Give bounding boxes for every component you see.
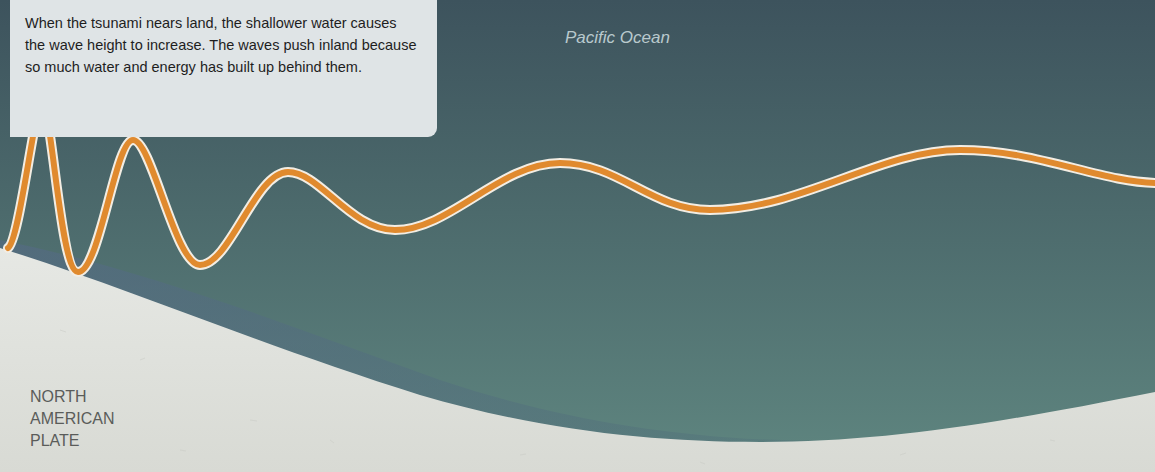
deep-water <box>0 240 1155 472</box>
ocean-label: Pacific Ocean <box>565 28 765 48</box>
caption-text: When the tsunami nears land, the shallow… <box>25 12 417 78</box>
seabed <box>0 248 1155 472</box>
plate-label: NORTH AMERICAN PLATE <box>30 386 150 452</box>
caption-panel: When the tsunami nears land, the shallow… <box>10 0 437 137</box>
seabed-texture <box>60 330 1055 464</box>
